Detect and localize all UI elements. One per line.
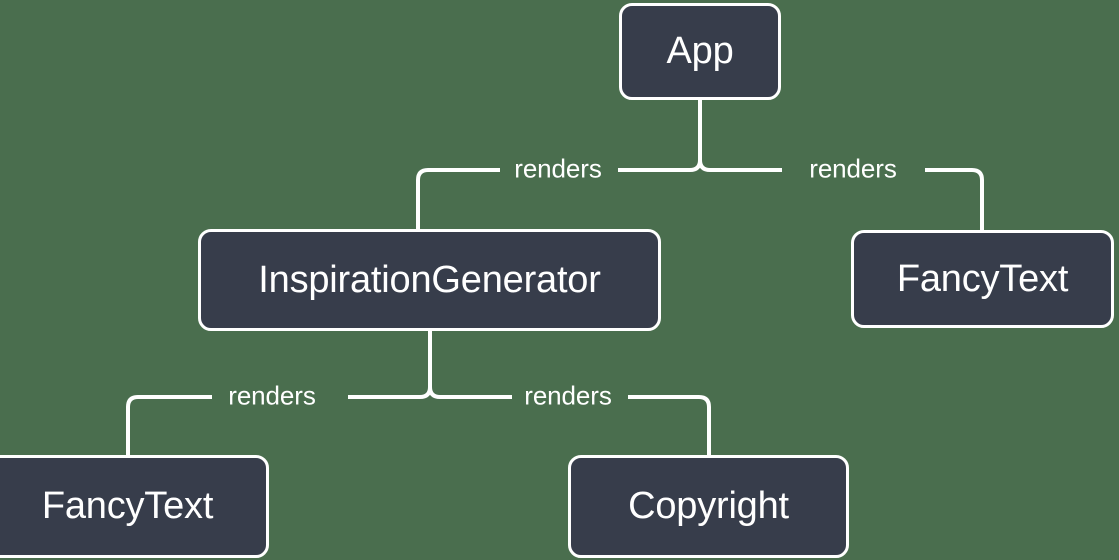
connector-inspirationgenerator-to-fancytext-left — [126, 395, 212, 455]
node-copyright[interactable]: Copyright — [568, 455, 849, 558]
node-inspirationgenerator-label: InspirationGenerator — [258, 258, 601, 301]
connector-inspgen-junction-left — [348, 386, 432, 399]
edge-label-app-to-inspirationgenerator: renders — [514, 153, 602, 184]
node-fancytext-left-label: FancyText — [41, 485, 214, 527]
edge-label-inspirationgenerator-to-fancytext-left: renders — [228, 380, 316, 411]
connector-app-junction-left — [618, 159, 702, 172]
connector-app-to-inspirationgenerator — [416, 168, 500, 229]
node-fancytext-right[interactable]: FancyText — [851, 230, 1114, 328]
node-fancytext-right-label: FancyText — [896, 257, 1069, 300]
edge-label-app-to-fancytext-right: renders — [809, 153, 897, 184]
connector-inspirationgenerator-to-copyright — [628, 395, 711, 455]
edge-label-inspirationgenerator-to-copyright: renders — [524, 380, 612, 411]
connector-app-to-fancytext-right — [925, 168, 984, 230]
connector-inspgen-junction-right — [428, 386, 512, 399]
node-app-label: App — [666, 30, 734, 72]
node-fancytext-left[interactable]: FancyText — [0, 455, 269, 558]
node-inspirationgenerator[interactable]: InspirationGenerator — [198, 229, 661, 331]
node-app[interactable]: App — [619, 3, 781, 100]
node-copyright-label: Copyright — [628, 485, 789, 527]
connector-app-junction-right — [698, 159, 782, 172]
